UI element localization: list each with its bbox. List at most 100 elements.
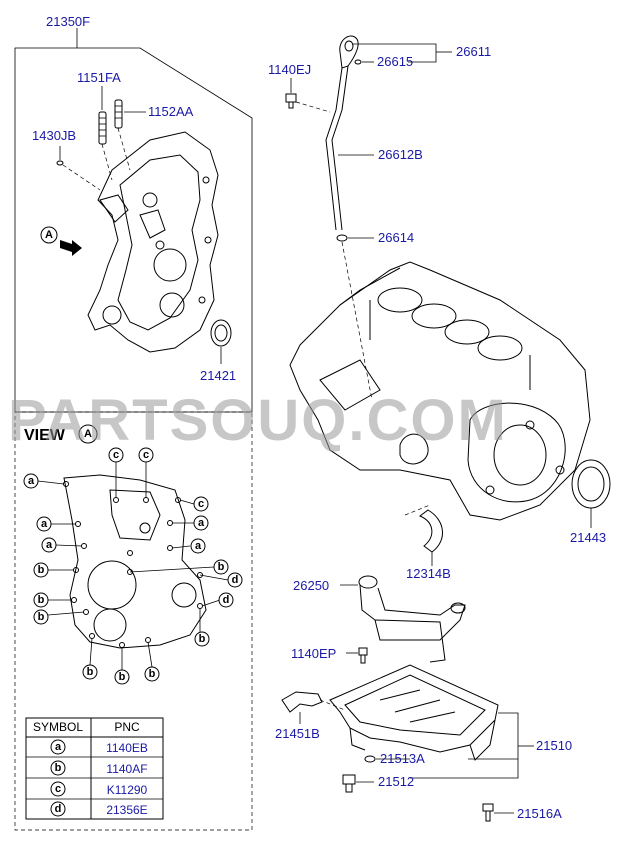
svg-text:c: c bbox=[113, 449, 119, 461]
oil-pan-21510[interactable] bbox=[329, 664, 499, 761]
o-ring-26614[interactable] bbox=[336, 234, 348, 242]
svg-text:d: d bbox=[223, 594, 230, 606]
table-row-symbol: b bbox=[55, 762, 62, 774]
callout-d-1: d bbox=[218, 592, 234, 608]
svg-text:c: c bbox=[198, 498, 204, 510]
label-21512[interactable]: 21512 bbox=[378, 774, 414, 789]
label-21513A[interactable]: 21513A bbox=[380, 751, 425, 766]
callout-b-8: b bbox=[213, 559, 229, 575]
drain-plug-21512[interactable] bbox=[342, 774, 356, 793]
gasket-21513A[interactable] bbox=[364, 755, 376, 763]
stud-1151FA[interactable] bbox=[98, 111, 107, 145]
table-row-pnc[interactable]: 21356E bbox=[106, 803, 147, 817]
o-ring-26615[interactable] bbox=[354, 59, 362, 65]
label-26611[interactable]: 26611 bbox=[456, 44, 491, 59]
callout-b-4: b bbox=[82, 664, 98, 680]
callout-b-2: b bbox=[33, 592, 49, 608]
svg-text:b: b bbox=[87, 666, 94, 678]
timing-cover-group: 21350F 1151FA 1152AA bbox=[14, 14, 253, 413]
oil-seal-21421[interactable] bbox=[210, 319, 232, 347]
label-21510[interactable]: 21510 bbox=[536, 738, 572, 753]
label-26612B[interactable]: 26612B bbox=[378, 147, 423, 162]
dipstick-handle-26611[interactable] bbox=[339, 35, 359, 69]
callout-d-2: d bbox=[227, 572, 243, 588]
svg-text:a: a bbox=[46, 539, 53, 551]
svg-text:d: d bbox=[232, 574, 239, 586]
timing-cover-part[interactable] bbox=[87, 131, 219, 353]
callout-a-1: a bbox=[23, 473, 39, 489]
svg-text:a: a bbox=[198, 517, 205, 529]
table-row-pnc[interactable]: 1140AF bbox=[106, 762, 147, 776]
label-1151FA[interactable]: 1151FA bbox=[77, 70, 121, 85]
svg-text:b: b bbox=[149, 668, 156, 680]
callout-b-6: b bbox=[144, 666, 160, 682]
table-row-symbol: d bbox=[55, 803, 62, 815]
bolt-holes bbox=[63, 481, 203, 648]
callout-c-2: c bbox=[108, 447, 124, 463]
stud-1152AA[interactable] bbox=[114, 99, 123, 129]
rear-oil-seal-21443[interactable] bbox=[571, 459, 611, 509]
label-1140EP[interactable]: 1140EP bbox=[291, 646, 336, 661]
label-21443[interactable]: 21443 bbox=[570, 530, 606, 545]
label-21451B[interactable]: 21451B bbox=[275, 726, 320, 741]
view-a-frame bbox=[14, 411, 253, 831]
callout-a-4: a bbox=[190, 538, 206, 554]
svg-text:b: b bbox=[218, 561, 225, 573]
view-a-panel: VIEW A bbox=[14, 411, 253, 831]
callout-b-7: b bbox=[194, 631, 210, 647]
cover-front-view bbox=[63, 474, 207, 649]
cylinder-block-part[interactable] bbox=[289, 261, 591, 521]
dipstick-tube-26612B[interactable] bbox=[325, 65, 349, 231]
table-row-pnc[interactable]: K11290 bbox=[107, 783, 148, 797]
label-1140EJ[interactable]: 1140EJ bbox=[268, 62, 311, 77]
baffle-21451B[interactable] bbox=[281, 691, 323, 713]
svg-text:b: b bbox=[119, 671, 126, 683]
callout-a-2: a bbox=[36, 516, 52, 532]
table-row-symbol: a bbox=[55, 741, 62, 753]
table-header-pnc: PNC bbox=[114, 720, 140, 734]
label-26615[interactable]: 26615 bbox=[377, 54, 413, 69]
table-row-pnc[interactable]: 1140EB bbox=[106, 741, 148, 755]
dipstick-group: 26615 26611 26612B 26614 1140EJ bbox=[268, 35, 491, 401]
view-marker-circle bbox=[40, 226, 58, 244]
label-21516A[interactable]: 21516A bbox=[517, 806, 562, 821]
svg-text:a: a bbox=[195, 540, 202, 552]
callout-a-3: a bbox=[41, 537, 57, 553]
label-1152AA[interactable]: 1152AA bbox=[148, 104, 194, 119]
svg-text:b: b bbox=[199, 633, 206, 645]
view-arrow-icon bbox=[60, 240, 82, 256]
label-12314B[interactable]: 12314B bbox=[406, 566, 451, 581]
svg-text:a: a bbox=[28, 475, 35, 487]
table-header-symbol: SYMBOL bbox=[33, 720, 83, 734]
callout-a-5: a bbox=[193, 515, 209, 531]
watermark: PARTSOUQ.COM bbox=[8, 388, 508, 453]
callout-c-3: c bbox=[138, 447, 154, 463]
view-title-marker-circle bbox=[78, 424, 98, 444]
svg-text:a: a bbox=[41, 518, 48, 530]
view-marker-letter: A bbox=[45, 229, 53, 241]
bearing-12314B[interactable] bbox=[419, 509, 443, 553]
svg-text:b: b bbox=[38, 564, 45, 576]
view-title-marker: A bbox=[84, 428, 92, 440]
callout-c-1: c bbox=[193, 496, 209, 512]
label-1430JB[interactable]: 1430JB bbox=[32, 128, 76, 143]
symbol-table: SYMBOL PNC a 1140EB b 1140AF c K11290 d … bbox=[25, 717, 164, 820]
svg-text:b: b bbox=[38, 594, 45, 606]
svg-text:c: c bbox=[143, 449, 149, 461]
callout-b-3: b bbox=[33, 609, 49, 625]
label-26250[interactable]: 26250 bbox=[293, 578, 329, 593]
callout-b-1: b bbox=[33, 562, 49, 578]
bolt-1140EP[interactable] bbox=[358, 647, 368, 664]
label-21421[interactable]: 21421 bbox=[200, 368, 236, 383]
dowel-pin-1430JB[interactable] bbox=[56, 160, 64, 166]
bolt-21516A[interactable] bbox=[482, 803, 494, 822]
bolt-1140EJ[interactable] bbox=[285, 93, 297, 109]
svg-text:b: b bbox=[38, 611, 45, 623]
table-row-symbol: c bbox=[55, 783, 61, 795]
callout-leaders bbox=[37, 462, 229, 670]
view-title: VIEW bbox=[24, 427, 66, 444]
callout-b-5: b bbox=[114, 669, 130, 685]
label-21350F[interactable]: 21350F bbox=[46, 14, 90, 29]
label-26614[interactable]: 26614 bbox=[378, 230, 414, 245]
oil-strainer-26250[interactable] bbox=[358, 575, 466, 663]
